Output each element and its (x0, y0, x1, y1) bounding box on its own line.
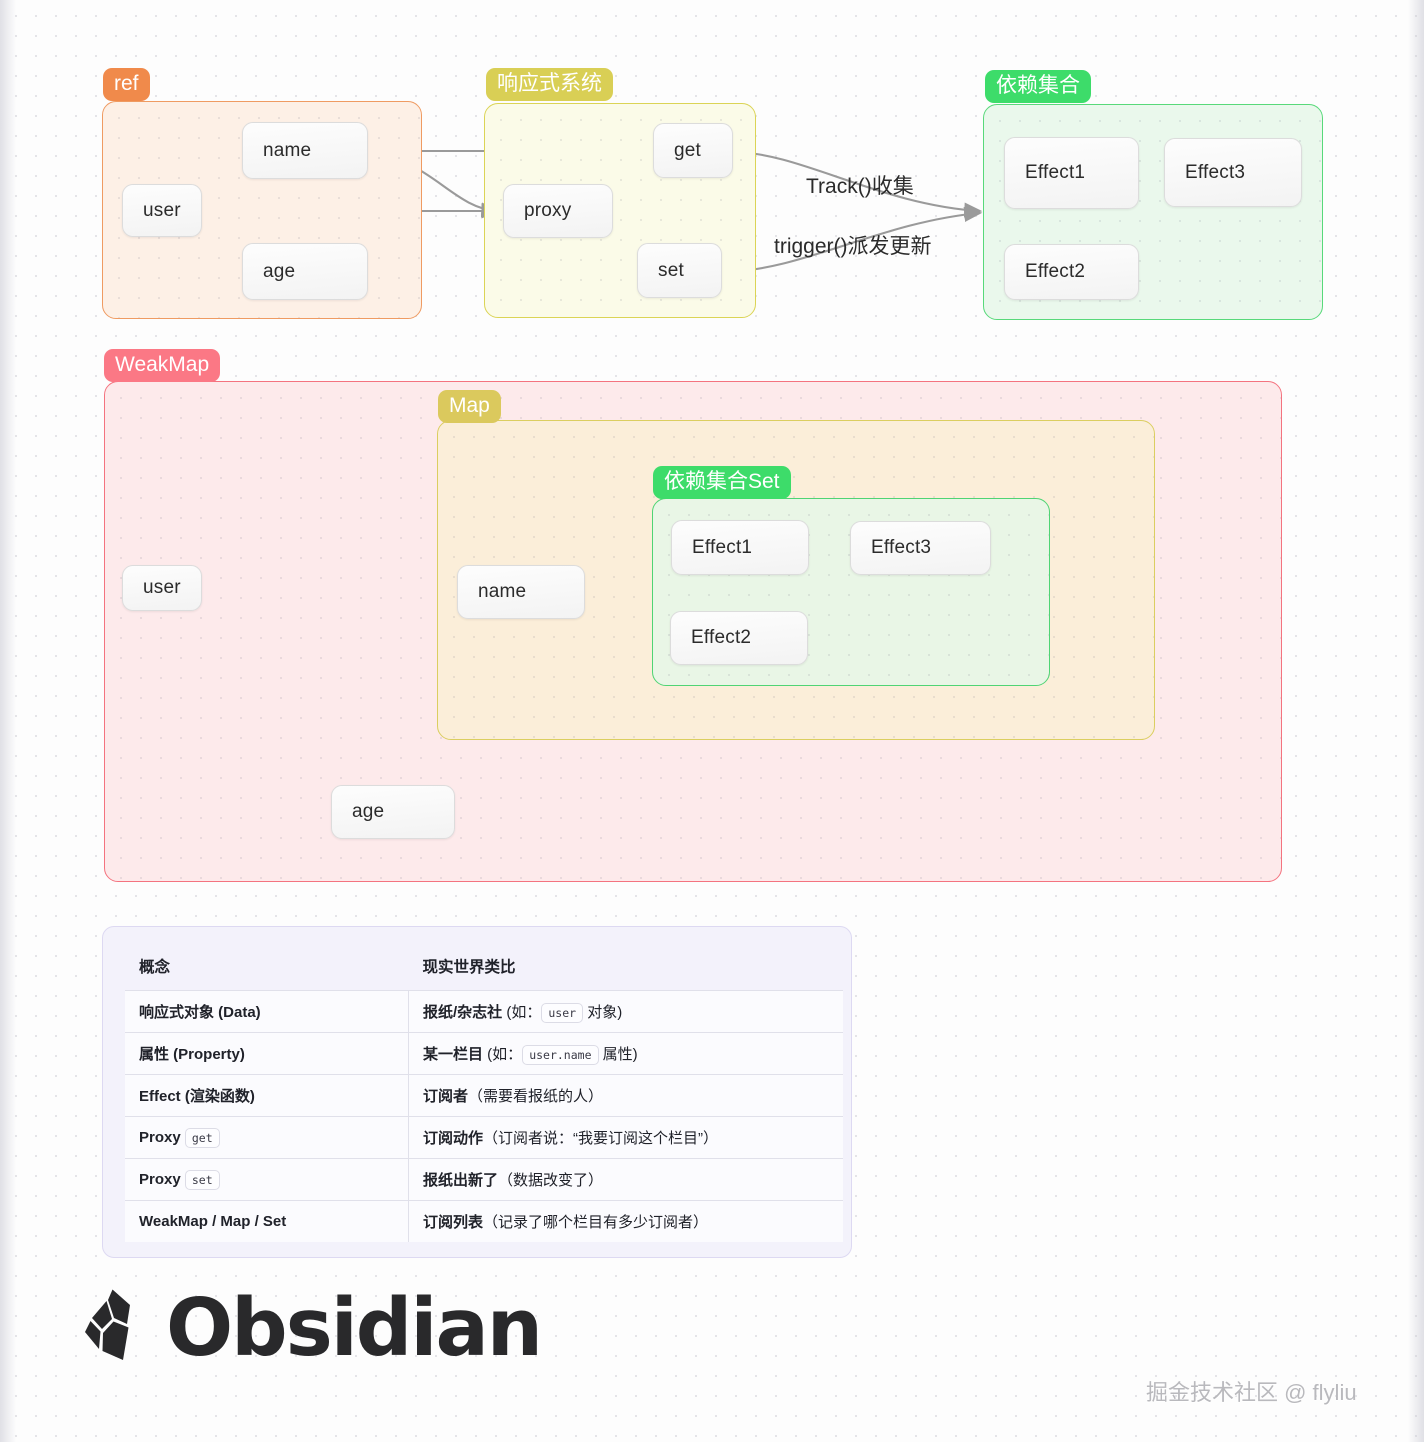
analogy-code-chip: user (541, 1003, 584, 1023)
obsidian-logo-icon (78, 1288, 144, 1369)
group-tag-weakmap: WeakMap (104, 349, 221, 382)
node-set-effect3[interactable]: Effect3 (850, 521, 991, 575)
table-cell-analogy: 某一栏目 (如：user.name 属性) (408, 1032, 843, 1075)
analogy-bold-text: 订阅者 (423, 1088, 469, 1105)
node-weak-age[interactable]: age (331, 785, 455, 839)
table-cell-analogy: 报纸出新了（数据改变了） (408, 1158, 843, 1201)
node-get[interactable]: get (653, 123, 733, 178)
table-row: 属性 (Property) 某一栏目 (如：user.name 属性) (125, 1032, 843, 1075)
analogy-pre-text: （数据改变了） (498, 1172, 604, 1189)
comparison-table: 概念 现实世界类比 响应式对象 (Data)报纸/杂志社 (如：user 对象)… (125, 947, 843, 1242)
node-ref-user[interactable]: user (122, 184, 202, 237)
group-tag-dependency-set-inner: 依赖集合Set (653, 466, 791, 499)
group-tag-dependency-set: 依赖集合 (985, 70, 1091, 103)
table-cell-concept: 响应式对象 (Data) (125, 990, 409, 1033)
concept-text: Proxy (139, 1129, 181, 1146)
edge-label-track: Track()收集 (806, 175, 914, 198)
analogy-post-text: 对象) (587, 1004, 623, 1021)
concept-text: Proxy (139, 1171, 181, 1188)
table-row: WeakMap / Map / Set 订阅列表（记录了哪个栏目有多少订阅者） (125, 1200, 843, 1242)
comparison-card: 概念 现实世界类比 响应式对象 (Data)报纸/杂志社 (如：user 对象)… (102, 926, 852, 1258)
node-set[interactable]: set (637, 243, 722, 298)
concept-code-chip: set (184, 1170, 220, 1190)
analogy-bold-text: 订阅动作 (423, 1130, 484, 1147)
node-dep-effect1[interactable]: Effect1 (1004, 137, 1139, 209)
table-cell-concept: WeakMap / Map / Set (125, 1200, 409, 1242)
table-cell-concept: Proxy set (125, 1158, 409, 1201)
edge-label-trigger: trigger()派发更新 (774, 235, 932, 258)
node-proxy[interactable]: proxy (503, 184, 613, 238)
group-tag-reactive-system: 响应式系统 (486, 68, 613, 101)
analogy-pre-text: (如： (502, 1004, 542, 1021)
analogy-pre-text: （记录了哪个栏目有多少订阅者） (483, 1214, 709, 1231)
group-tag-map: Map (438, 390, 501, 423)
node-set-effect2[interactable]: Effect2 (670, 611, 808, 665)
table-header-row: 概念 现实世界类比 (125, 947, 843, 991)
analogy-pre-text: （需要看报纸的人） (468, 1088, 604, 1105)
obsidian-brand: Obsidian (78, 1282, 543, 1374)
table-cell-analogy: 订阅列表（记录了哪个栏目有多少订阅者） (408, 1200, 843, 1242)
table-cell-concept: Effect (渲染函数) (125, 1074, 409, 1117)
analogy-pre-text: (如： (483, 1046, 523, 1063)
table-cell-analogy: 报纸/杂志社 (如：user 对象) (408, 990, 843, 1033)
table-header-concept: 概念 (139, 959, 171, 976)
analogy-post-text: 属性) (602, 1046, 638, 1063)
table-body: 响应式对象 (Data)报纸/杂志社 (如：user 对象)属性 (Proper… (125, 990, 843, 1242)
analogy-bold-text: 某一栏目 (423, 1046, 484, 1063)
node-dep-effect2[interactable]: Effect2 (1004, 244, 1139, 300)
obsidian-wordmark: Obsidian (166, 1282, 543, 1374)
analogy-bold-text: 报纸/杂志社 (423, 1004, 503, 1021)
watermark: 掘金技术社区 @ flyliu (1146, 1380, 1357, 1405)
concept-text: Effect (渲染函数) (139, 1088, 255, 1105)
table-cell-analogy: 订阅动作（订阅者说：“我要订阅这个栏目”） (408, 1116, 843, 1159)
table-cell-analogy: 订阅者（需要看报纸的人） (408, 1074, 843, 1117)
node-ref-age[interactable]: age (242, 243, 368, 300)
table-cell-concept: 属性 (Property) (125, 1032, 409, 1075)
analogy-pre-text: （订阅者说：“我要订阅这个栏目”） (483, 1130, 719, 1147)
analogy-code-chip: user.name (522, 1045, 599, 1065)
node-set-effect1[interactable]: Effect1 (671, 520, 809, 575)
table-row: 响应式对象 (Data) 报纸/杂志社 (如：user 对象) (125, 990, 843, 1033)
concept-text: 响应式对象 (Data) (139, 1004, 261, 1021)
group-tag-ref: ref (103, 68, 150, 101)
node-weak-user[interactable]: user (122, 565, 202, 611)
table-row: Effect (渲染函数) 订阅者（需要看报纸的人） (125, 1074, 843, 1117)
node-ref-name[interactable]: name (242, 122, 368, 179)
concept-code-chip: get (184, 1128, 220, 1148)
table-header-analogy: 现实世界类比 (422, 959, 516, 976)
concept-text: WeakMap / Map / Set (139, 1213, 287, 1230)
analogy-bold-text: 报纸出新了 (423, 1172, 499, 1189)
analogy-bold-text: 订阅列表 (423, 1214, 484, 1231)
node-dep-effect3[interactable]: Effect3 (1164, 138, 1302, 207)
table-cell-concept: Proxy get (125, 1116, 409, 1159)
node-map-name[interactable]: name (457, 565, 585, 619)
concept-text: 属性 (Property) (139, 1046, 245, 1063)
